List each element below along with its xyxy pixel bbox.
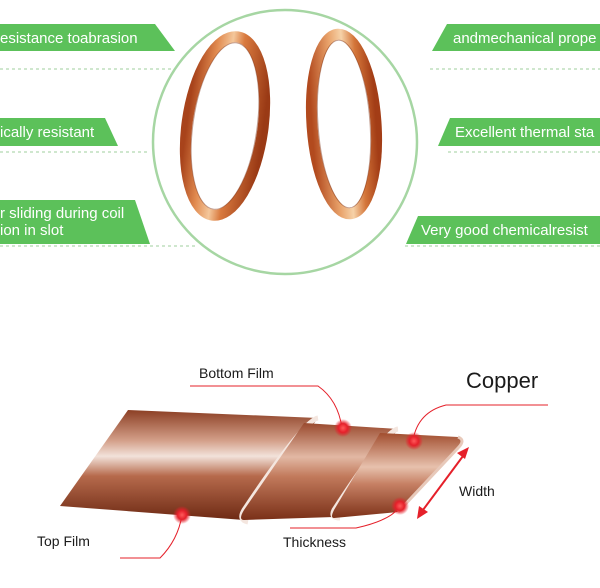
feature-right-1-text: andmechanical prope — [453, 30, 597, 47]
feature-left-1: esistance toabrasion — [0, 30, 150, 47]
top-film-marker — [173, 506, 191, 524]
bottom-film-marker — [334, 419, 352, 437]
feature-right-1: andmechanical prope — [453, 30, 600, 47]
copper-label: Copper — [466, 368, 539, 393]
thickness-marker — [391, 497, 409, 515]
width-label: Width — [459, 483, 495, 499]
feature-left-3-line-1: r sliding during coil — [0, 205, 125, 222]
wire-structure-diagram — [60, 385, 548, 559]
feature-banner-left-3 — [0, 200, 150, 244]
feature-banner-graphic — [0, 8, 600, 276]
feature-right-3: Very good chemicalresist — [421, 222, 600, 239]
copper-marker — [405, 432, 423, 450]
feature-banner-left-1 — [0, 24, 175, 51]
bottom-film-layer — [241, 423, 398, 520]
bottom-film-label: Bottom Film — [199, 365, 274, 381]
product-circle — [151, 8, 419, 276]
feature-right-2-text: Excellent thermal sta — [455, 124, 595, 141]
feature-banner-right-2 — [438, 118, 600, 146]
feature-left-2-text: ically resistant — [0, 124, 95, 141]
feature-banner-left-2 — [0, 118, 118, 146]
feature-banner-right-1 — [432, 24, 600, 51]
feature-left-3-line-2: ion in slot — [0, 222, 64, 240]
copper-core-layer — [332, 433, 462, 518]
feature-right-3-text: Very good chemicalresist — [421, 222, 588, 239]
copper-ring-right — [305, 28, 383, 220]
feature-left-1-text: esistance toabrasion — [0, 30, 138, 47]
thickness-label: Thickness — [283, 534, 347, 550]
feature-banner-right-3 — [406, 216, 600, 244]
connector-lines — [0, 68, 600, 247]
feature-right-2: Excellent thermal sta — [455, 124, 600, 141]
top-film-label: Top Film — [37, 533, 90, 549]
width-arrow — [417, 447, 469, 519]
feature-left-2: ically resistant — [0, 124, 104, 141]
copper-ring-left — [179, 31, 271, 221]
feature-left-3: r sliding during coil ion in slot — [0, 205, 135, 240]
